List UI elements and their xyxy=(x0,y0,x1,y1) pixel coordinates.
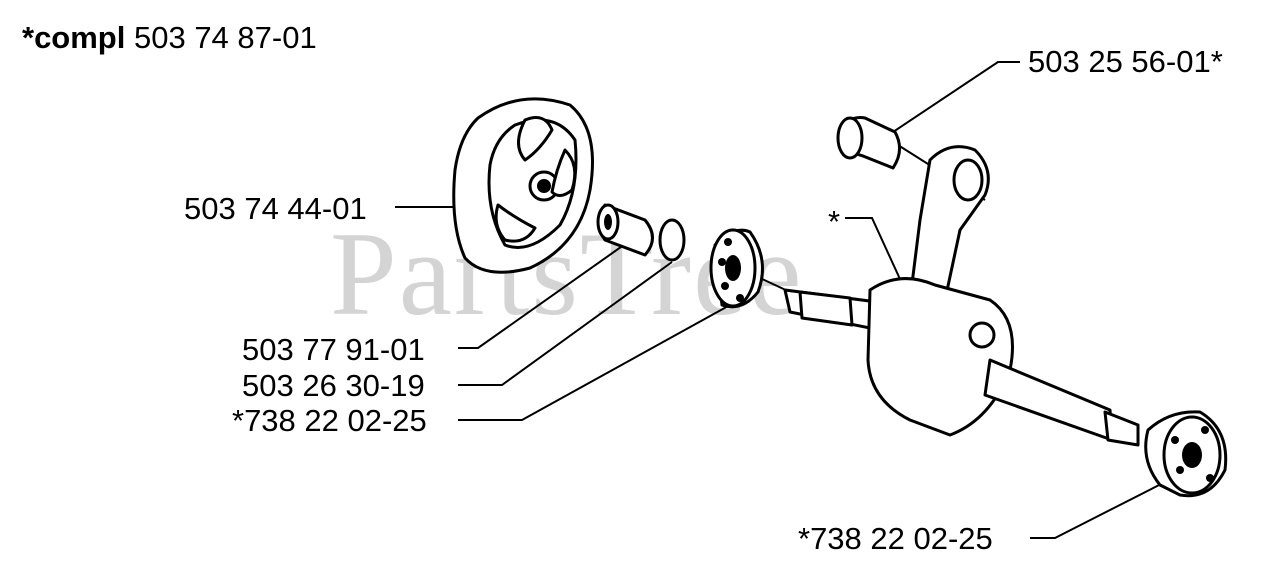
callout-clutch[interactable]: 503 74 44-01 xyxy=(184,191,367,226)
callout-bearing-top[interactable]: 503 25 56-01* xyxy=(1028,44,1223,79)
callout-ring[interactable]: 503 26 30-19 xyxy=(242,368,425,403)
callout-ball-bearing-left[interactable]: *738 22 02-25 xyxy=(232,403,427,438)
needle-bearing-part xyxy=(596,203,654,257)
leader-line-bearing-left xyxy=(458,304,731,421)
bearing-top-part xyxy=(836,116,901,170)
ring-part xyxy=(658,218,686,262)
title-part-number: 503 74 87-01 xyxy=(133,20,317,55)
title-prefix: *compl xyxy=(22,20,126,55)
callout-crank-star[interactable]: * xyxy=(828,204,841,239)
ball-bearing-right-part xyxy=(1144,410,1228,498)
leader-line-needle-bearing xyxy=(458,241,629,349)
leader-line-ring xyxy=(458,261,673,386)
leader-line-crank xyxy=(845,217,906,291)
leader-lines xyxy=(395,61,1166,539)
diagram-title: *compl 503 74 87-01 xyxy=(22,22,317,53)
leader-line-bearing-right xyxy=(1030,481,1166,539)
ball-bearing-left-part xyxy=(709,228,764,309)
crankshaft-part xyxy=(783,145,1140,447)
callout-needle-bearing[interactable]: 503 77 91-01 xyxy=(242,332,425,367)
leader-line-bearing-top xyxy=(892,61,1020,133)
clutch-part xyxy=(452,97,594,274)
callout-ball-bearing-right[interactable]: *738 22 02-25 xyxy=(798,521,993,556)
